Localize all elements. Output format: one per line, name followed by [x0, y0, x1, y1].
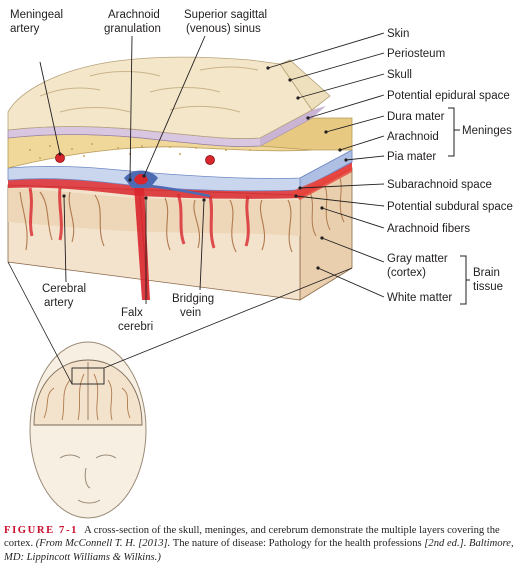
label-brain-tissue: Brain tissue	[473, 267, 503, 293]
caption-citation-title: The nature of disease: Pathology for the…	[172, 538, 422, 550]
label-arachnoid-fibers: Arachnoid fibers	[387, 223, 470, 235]
brain-block	[7, 167, 353, 301]
label-meningeal-artery-2: artery	[10, 23, 40, 35]
label-brain-tissue-2: tissue	[473, 281, 503, 293]
label-gray-matter: Gray matter (cortex)	[387, 253, 448, 279]
label-arachnoid-granulation-2: granulation	[104, 23, 161, 35]
caption-citation-2: [2nd ed.]. Baltimore, MD: Lippincott Wil…	[4, 538, 514, 563]
label-skin: Skin	[387, 28, 409, 40]
brain-tissue-bracket	[460, 255, 470, 305]
periosteum-side	[260, 106, 326, 146]
label-subarachnoid-space: Subarachnoid space	[387, 179, 492, 191]
head-illustration	[29, 341, 147, 519]
skin-layer-group	[7, 56, 331, 139]
label-gray-matter-2: (cortex)	[387, 267, 426, 279]
label-cerebral-artery-1: Cerebral	[42, 283, 86, 295]
label-superior-sagittal-sinus-1: Superior sagittal	[184, 9, 267, 21]
label-skull: Skull	[387, 69, 412, 81]
label-meninges: Meninges	[462, 125, 512, 137]
label-gray-matter-1: Gray matter	[387, 253, 448, 265]
figure-caption: FIGURE 7-1 A cross-section of the skull,…	[4, 524, 526, 564]
label-meningeal-artery: Meningeal artery	[10, 9, 63, 35]
label-falx-cerebri-1: Falx	[121, 307, 143, 319]
leader-lines	[39, 32, 385, 304]
label-superior-sagittal-sinus-2: (venous) sinus	[186, 23, 261, 35]
label-white-matter: White matter	[387, 292, 452, 304]
label-falx-cerebri: Falx cerebri	[118, 307, 153, 333]
label-dura-mater: Dura mater	[387, 111, 445, 123]
gray-matter-band	[8, 188, 300, 236]
sulcal-vessels	[28, 187, 250, 249]
label-cerebral-artery-2: artery	[44, 297, 74, 309]
meninges-layers	[7, 149, 353, 300]
dura-side	[299, 149, 353, 191]
label-potential-epidural-space: Potential epidural space	[387, 90, 510, 102]
label-pia-mater: Pia mater	[387, 151, 436, 163]
subdural-wedge	[290, 165, 352, 200]
skull-texture	[29, 129, 297, 159]
meningeal-artery-dot-2	[205, 155, 215, 165]
label-bridging-vein-2: vein	[180, 307, 201, 319]
label-arachnoid-granulation: Arachnoid granulation	[104, 9, 161, 35]
skin-layer	[7, 56, 313, 139]
label-brain-tissue-1: Brain	[473, 267, 500, 279]
skull-layers	[7, 106, 353, 169]
skin-creases	[39, 66, 259, 113]
head-gyri	[43, 373, 131, 421]
label-periosteum: Periosteum	[387, 48, 445, 60]
magnified-region-box	[71, 367, 105, 385]
caption-text: A cross-section of the skull, meninges, …	[4, 525, 500, 550]
label-potential-subdural-space: Potential subdural space	[387, 201, 513, 213]
magnification-lines	[7, 261, 353, 385]
label-arachnoid: Arachnoid	[387, 131, 439, 143]
bridging-vein-shape	[149, 184, 211, 198]
meninges-bracket	[448, 107, 460, 157]
skin-side	[279, 59, 331, 111]
face-features	[59, 454, 117, 504]
label-bridging-vein-1: Bridging	[172, 293, 214, 305]
label-meningeal-artery-1: Meningeal	[10, 9, 63, 21]
label-superior-sagittal-sinus: Superior sagittal (venous) sinus	[184, 9, 267, 35]
figure-number: FIGURE 7-1	[4, 525, 78, 536]
pia-subarachnoid-band	[8, 162, 352, 199]
label-bridging-vein: Bridging vein	[172, 293, 214, 319]
label-arachnoid-granulation-1: Arachnoid	[108, 9, 160, 21]
caption-citation-1: (From McConnell T. H. [2013].	[35, 538, 171, 550]
side-gyri	[309, 177, 345, 237]
label-cerebral-artery: Cerebral artery	[42, 283, 86, 309]
gyri-folds	[19, 191, 293, 253]
label-falx-cerebri-2: cerebri	[118, 321, 153, 333]
